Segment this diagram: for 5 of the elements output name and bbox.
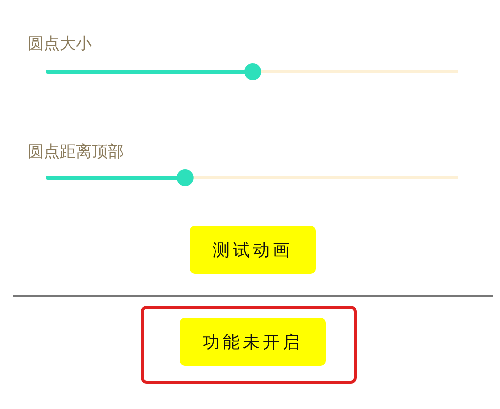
highlight-frame bbox=[141, 306, 357, 384]
slider-label: 圆点距离顶部 bbox=[28, 142, 124, 163]
button: 测试动画 bbox=[190, 226, 316, 274]
slider-label: 圆点大小 bbox=[28, 34, 92, 55]
button: 功能未开启 bbox=[180, 318, 326, 366]
